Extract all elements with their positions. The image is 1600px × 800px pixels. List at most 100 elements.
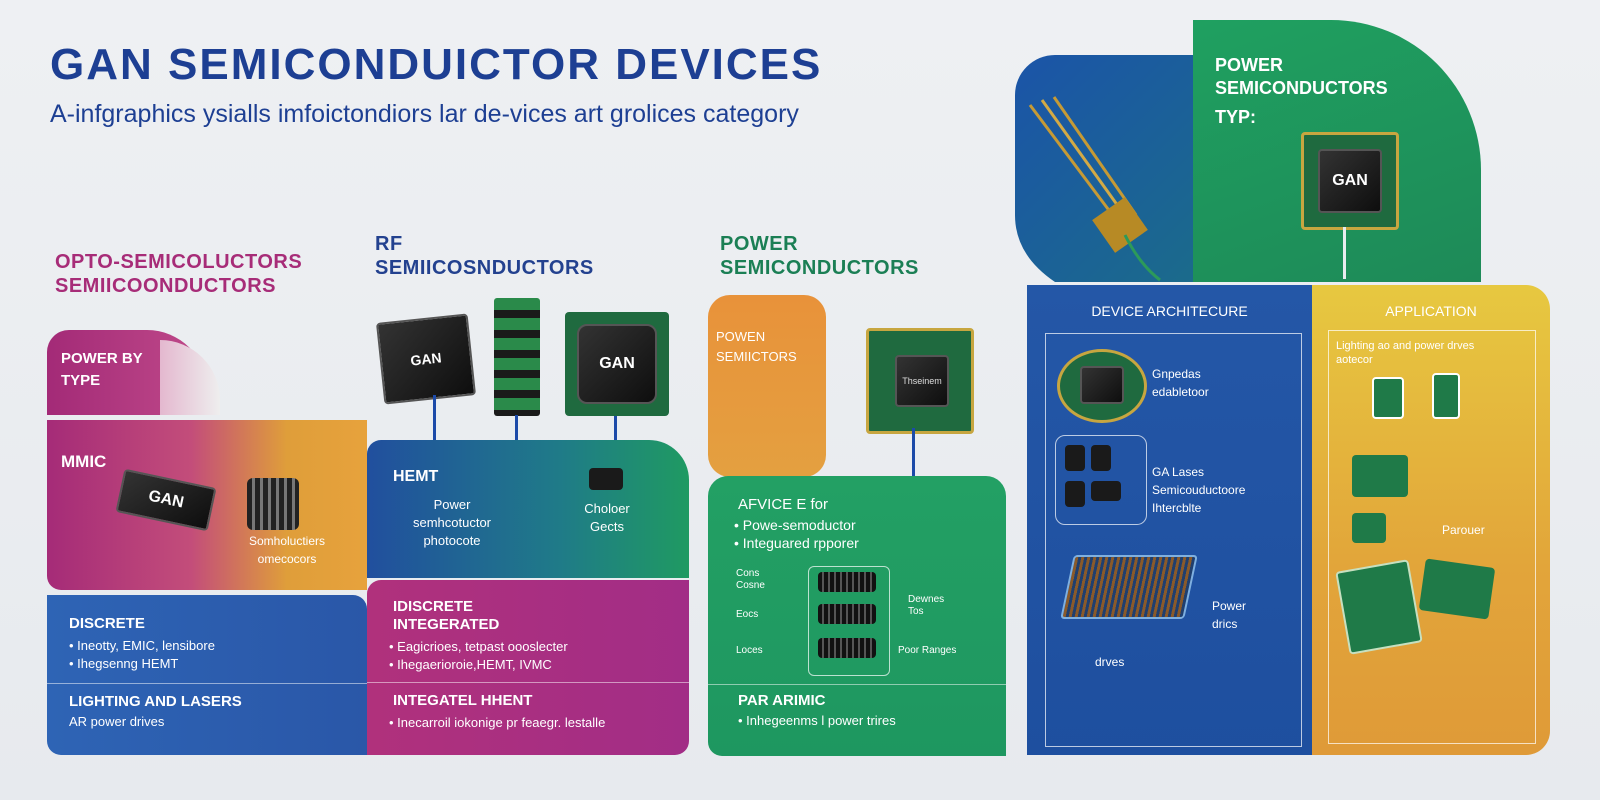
opto-heading: OPTO-SEMICOLUCTORS SEMIICOONDUCTORS [55,250,302,298]
rf-lead-2 [515,415,518,440]
integrated-bottom-item: • Inecarroil iokonige pr feaegr. lestall… [389,715,606,730]
advice-tile: AFVICE E for • Powe-semoductor • Integua… [708,476,1006,756]
rf-chip-2 [494,298,540,416]
integrated-item-1: • Eagicrioes, tetpast oooslecter [389,639,568,654]
mmic-small-text-1: Somholuctiers [248,534,326,548]
power-by-type-line2: TYPE [61,372,101,389]
rf-chip-3-label: GAN [599,355,635,372]
arch-text-7: drics [1212,617,1238,631]
app-text-3: Parouer [1442,523,1485,537]
mmic-tile: MMIC GAN Somholuctiers omecocors [47,420,367,590]
advice-left-3: Eocs [736,609,759,620]
app-chip-1 [1372,377,1404,419]
discrete-divider [47,683,367,684]
rf-heading-line2: SEMIICOSNDUCTORS [375,257,594,279]
integrated-title-2: INTEGERATED [393,616,500,633]
hemt-line-3: photocote [423,533,481,548]
advice-right-1: Dewnes [908,594,945,605]
app-text-1: Lighting ao and power drves [1336,340,1475,352]
rf-lead-1 [433,395,436,440]
hemt-side-2: Gects [590,519,624,534]
advice-chip-1 [818,572,876,592]
power-chip-pcb: Thseinem [866,328,974,434]
rf-chip-3: GAN [577,324,657,404]
rf-lead-3 [614,416,617,440]
par-arimic-title: PAR ARIMIC [738,692,826,709]
mmic-label: MMIC [61,452,107,471]
page-title: GAN SEMICONDUICTOR DEVICES [50,40,823,89]
power-type-line1: POWER [1215,55,1284,75]
app-board-3 [1335,559,1423,655]
integrated-divider [367,682,689,683]
power-type-line2: SEMICONDUCTORS [1215,78,1388,98]
power-type-line3: TYP: [1215,107,1257,127]
rf-chip-3-pcb: GAN [565,312,669,416]
power-semi-line2: SEMIICTORS [716,349,797,364]
hemt-line-2: semhcotuctor [412,515,492,530]
power-semi-line1: POWEN [716,329,766,344]
arch-text-3: GA Lases [1152,465,1205,479]
discrete-item-1: • Ineotty, EMIC, lensibore [69,638,215,653]
advice-item-1: • Powe-semoductor [734,517,856,533]
architecture-frame [1045,333,1302,747]
advice-title: AFVICE E for [738,496,829,513]
gan-chip: GAN [1318,149,1382,213]
advice-chip-3 [818,638,876,658]
chip-wire [1343,227,1346,279]
power-chip-label: Thseinem [902,376,942,386]
mmic-chip-label: GAN [146,487,186,512]
lighting-lasers-item: AR power drives [69,714,165,729]
arch-text-1: Gnpedas [1152,367,1201,381]
arch-chip-b [1091,445,1111,471]
application-heading: APPLICATION [1385,303,1477,319]
advice-item-2: • Integuared rpporer [734,535,859,551]
app-text-2: aotecor [1336,354,1373,366]
page-subtitle: A-infgraphics ysialls imfoictondiors lar… [50,100,799,128]
heatsink-chip [247,478,299,530]
application-panel: APPLICATION Lighting ao and power drves … [1312,285,1550,755]
advice-divider [708,684,1006,685]
app-chip-2 [1432,373,1460,419]
discrete-tile: DISCRETE • Ineotty, EMIC, lensibore • Ih… [47,595,367,755]
lighting-lasers-title: LIGHTING AND LASERS [69,693,242,710]
hemt-line-1: Power [433,497,471,512]
arch-text-4: Semicouductoore [1152,483,1246,497]
arch-text-2: edabletoor [1152,385,1209,399]
hemt-side-1: Choloer [584,501,630,516]
hemt-title: HEMT [393,468,439,485]
power-lead [912,428,915,476]
power-semi-tile: POWEN SEMIICTORS [708,295,826,477]
architecture-heading: DEVICE ARCHITECURE [1091,303,1248,319]
power-heading: POWER SEMICONDUCTORS [720,232,919,280]
arch-round-chip-core [1080,366,1124,404]
gan-chip-pcb: GAN [1301,132,1399,230]
gold-leads-icon [1028,96,1161,282]
advice-chip-2 [818,604,876,624]
device-architecture-panel: DEVICE ARCHITECURE Gnpedas edabletoor GA… [1027,285,1312,755]
opto-heading-line2: SEMIICOONDUCTORS [55,275,276,297]
rf-heading-line1: RF [375,233,403,255]
hemt-tile: HEMT Power semhcotuctor photocote Choloe… [367,440,689,578]
arch-text-5: Ihtercblte [1152,501,1202,515]
integrated-hemt-title: INTEGATEL HHENT [393,692,533,709]
rf-chip-1: GAN [375,313,477,405]
arch-text-6: Power [1212,599,1247,613]
arch-board-array [1060,555,1198,619]
mmic-small-text-2: omecocors [257,552,317,566]
integrated-item-2: • Ihegaerioroie,HEMT, IVMC [389,657,552,672]
power-heading-line1: POWER [720,233,799,255]
opto-heading-line1: OPTO-SEMICOLUCTORS [55,251,303,273]
arch-chip-d [1091,481,1121,501]
app-board-4 [1418,558,1496,620]
arch-text-8: drves [1095,655,1125,669]
arch-chip-c [1065,481,1085,507]
application-frame [1328,330,1536,744]
advice-right-2: Tos [908,606,924,617]
advice-left-2: Cosne [736,580,765,591]
rf-heading: RF SEMIICOSNDUCTORS [375,232,594,280]
advice-left-4: Loces [736,645,763,656]
par-arimic-item: • Inhegeenms l power trires [738,713,896,728]
gan-chip-label: GAN [1332,172,1368,189]
power-chip: Thseinem [895,355,949,407]
integrated-title-1: IDISCRETE [393,598,474,615]
